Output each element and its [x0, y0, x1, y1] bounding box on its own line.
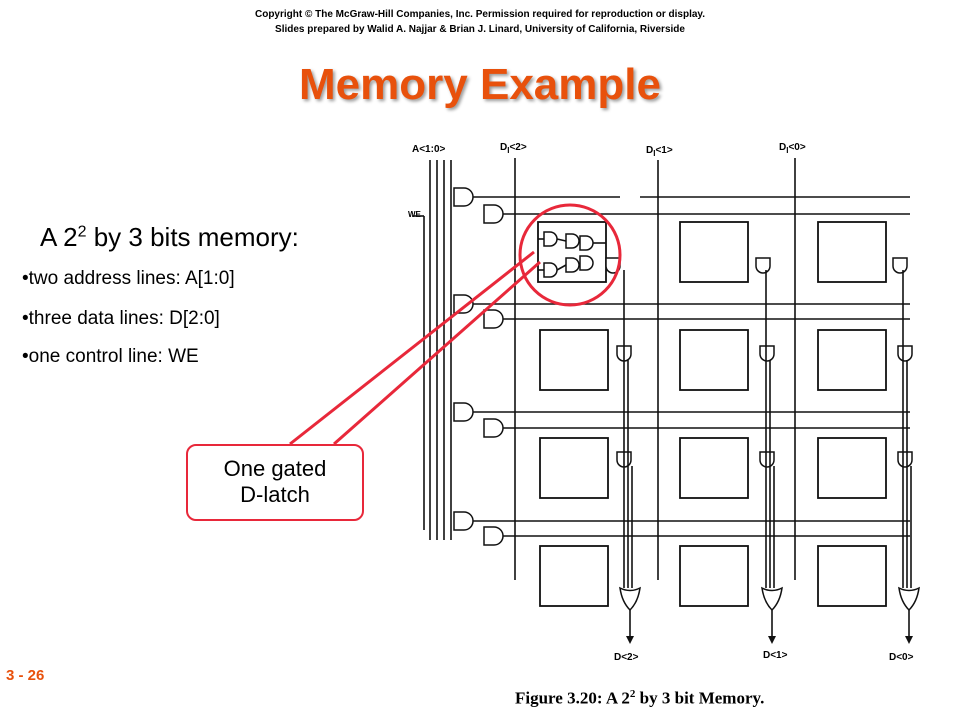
latch-r0-c0: [817, 221, 887, 283]
output-label-d1: D<1>: [763, 650, 788, 661]
latch-r2-c0: [817, 437, 887, 499]
latch-r2-c1: [679, 437, 749, 499]
copyright-notice: Copyright © The McGraw-Hill Companies, I…: [254, 9, 706, 20]
latch-r3-c1: [679, 545, 749, 607]
latch-r1-c2: [539, 329, 609, 391]
row-0-decoder: [453, 187, 640, 224]
bullet-data-lines: •three data lines: D[2:0]: [22, 308, 220, 329]
address-label: A<1:0>: [412, 144, 446, 155]
d1-input-label: DI<1>: [646, 145, 673, 158]
output-label-d0: D<0>: [889, 652, 914, 663]
row-3-decoder: [453, 511, 910, 546]
row-2-decoder: [453, 402, 910, 438]
memory-description-heading: A 22 by 3 bits memory:: [40, 222, 299, 252]
we-label: WE: [408, 210, 422, 219]
callout-line-1: One gated: [223, 456, 327, 481]
slide-number: 3 - 26: [6, 667, 45, 684]
gated-d-latch-callout: One gated D-latch: [186, 444, 364, 521]
bullet-control-line: •one control line: WE: [22, 346, 199, 367]
d0-input-label: DI<0>: [779, 142, 806, 155]
latch-r1-c0: [817, 329, 887, 391]
d2-input-label: DI<2>: [500, 142, 527, 155]
slide-title: Memory Example: [299, 60, 661, 109]
row-1-decoder: [453, 294, 910, 329]
slide-credits: Slides prepared by Walid A. Najjar & Bri…: [275, 24, 685, 35]
latch-r0-c1: [679, 221, 749, 283]
latch-r2-c2: [539, 437, 609, 499]
callout-pointer-lower: [333, 260, 541, 446]
callout-pointer-upper: [289, 250, 535, 446]
latch-detail-gates: [538, 231, 606, 278]
latch-grid: [537, 221, 887, 607]
callout-line-2: D-latch: [240, 482, 310, 507]
figure-caption: Figure 3.20: A 22 by 3 bit Memory.: [515, 688, 765, 708]
output-label-d2: D<2>: [614, 652, 639, 663]
latch-r3-c2: [539, 545, 609, 607]
bullet-address-lines: •two address lines: A[1:0]: [22, 268, 235, 289]
output-or-gates: [619, 586, 920, 612]
highlight-circle: [518, 203, 622, 307]
latch-r1-c1: [679, 329, 749, 391]
latch-r3-c0: [817, 545, 887, 607]
